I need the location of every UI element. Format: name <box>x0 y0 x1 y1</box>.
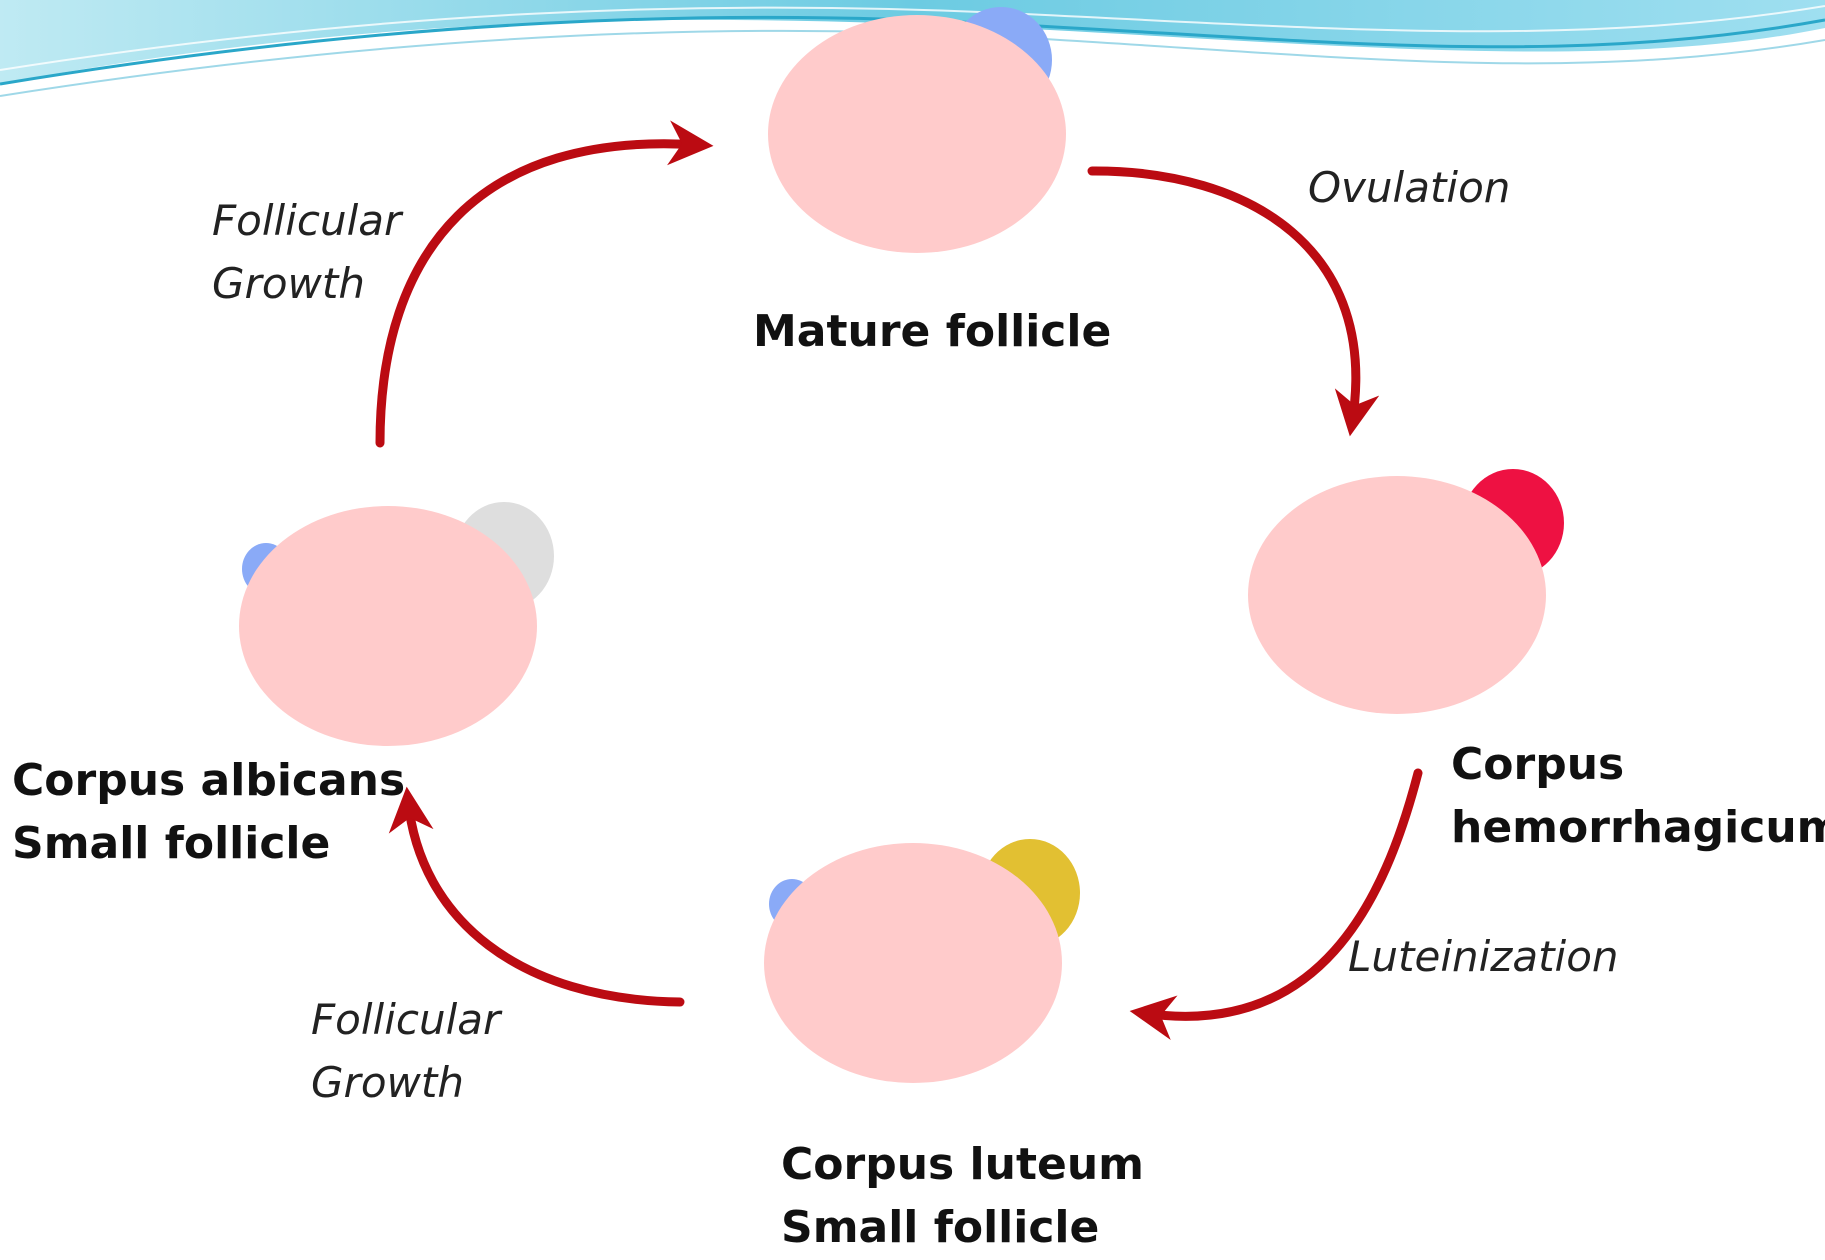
label-corpus-hemorrhagicum-line1: Corpus <box>1451 739 1625 790</box>
label-luteinization: Luteinization <box>1348 932 1619 981</box>
arrow-luteinization <box>1129 768 1423 1040</box>
label-small-follicle-albicans: Small follicle <box>12 818 331 869</box>
ovary-hemorrhagicum <box>1248 476 1546 714</box>
label-follicular-growth-top-line2: Growth <box>212 259 365 308</box>
corpus-hemorrhagicum-ovary <box>1248 469 1564 714</box>
label-follicular-growth-bottom-line1: Follicular <box>311 995 501 1044</box>
mature-follicle-ovary <box>768 7 1066 253</box>
ovary-mature <box>768 15 1066 253</box>
label-corpus-albicans-line1: Corpus albicans <box>12 755 406 806</box>
label-follicular-growth-top-line1: Follicular <box>212 196 402 245</box>
label-small-follicle-luteum: Small follicle <box>781 1202 1100 1253</box>
label-follicular-growth-bottom-line2: Growth <box>311 1058 464 1107</box>
corpus-luteum-ovary <box>764 839 1080 1083</box>
arrow-follicular-growth-top <box>375 120 714 448</box>
label-ovulation: Ovulation <box>1308 163 1511 212</box>
arrow-ovulation <box>1087 166 1380 437</box>
label-corpus-luteum-line1: Corpus luteum <box>781 1139 1144 1190</box>
ovary-luteum <box>764 843 1062 1083</box>
label-mature-follicle: Mature follicle <box>753 306 1112 357</box>
arrow-follicular-growth-bottom <box>388 786 685 1007</box>
corpus-albicans-ovary <box>239 502 554 746</box>
label-corpus-hemorrhagicum-line2: hemorrhagicum <box>1451 802 1825 853</box>
ovary-albicans <box>239 506 537 746</box>
